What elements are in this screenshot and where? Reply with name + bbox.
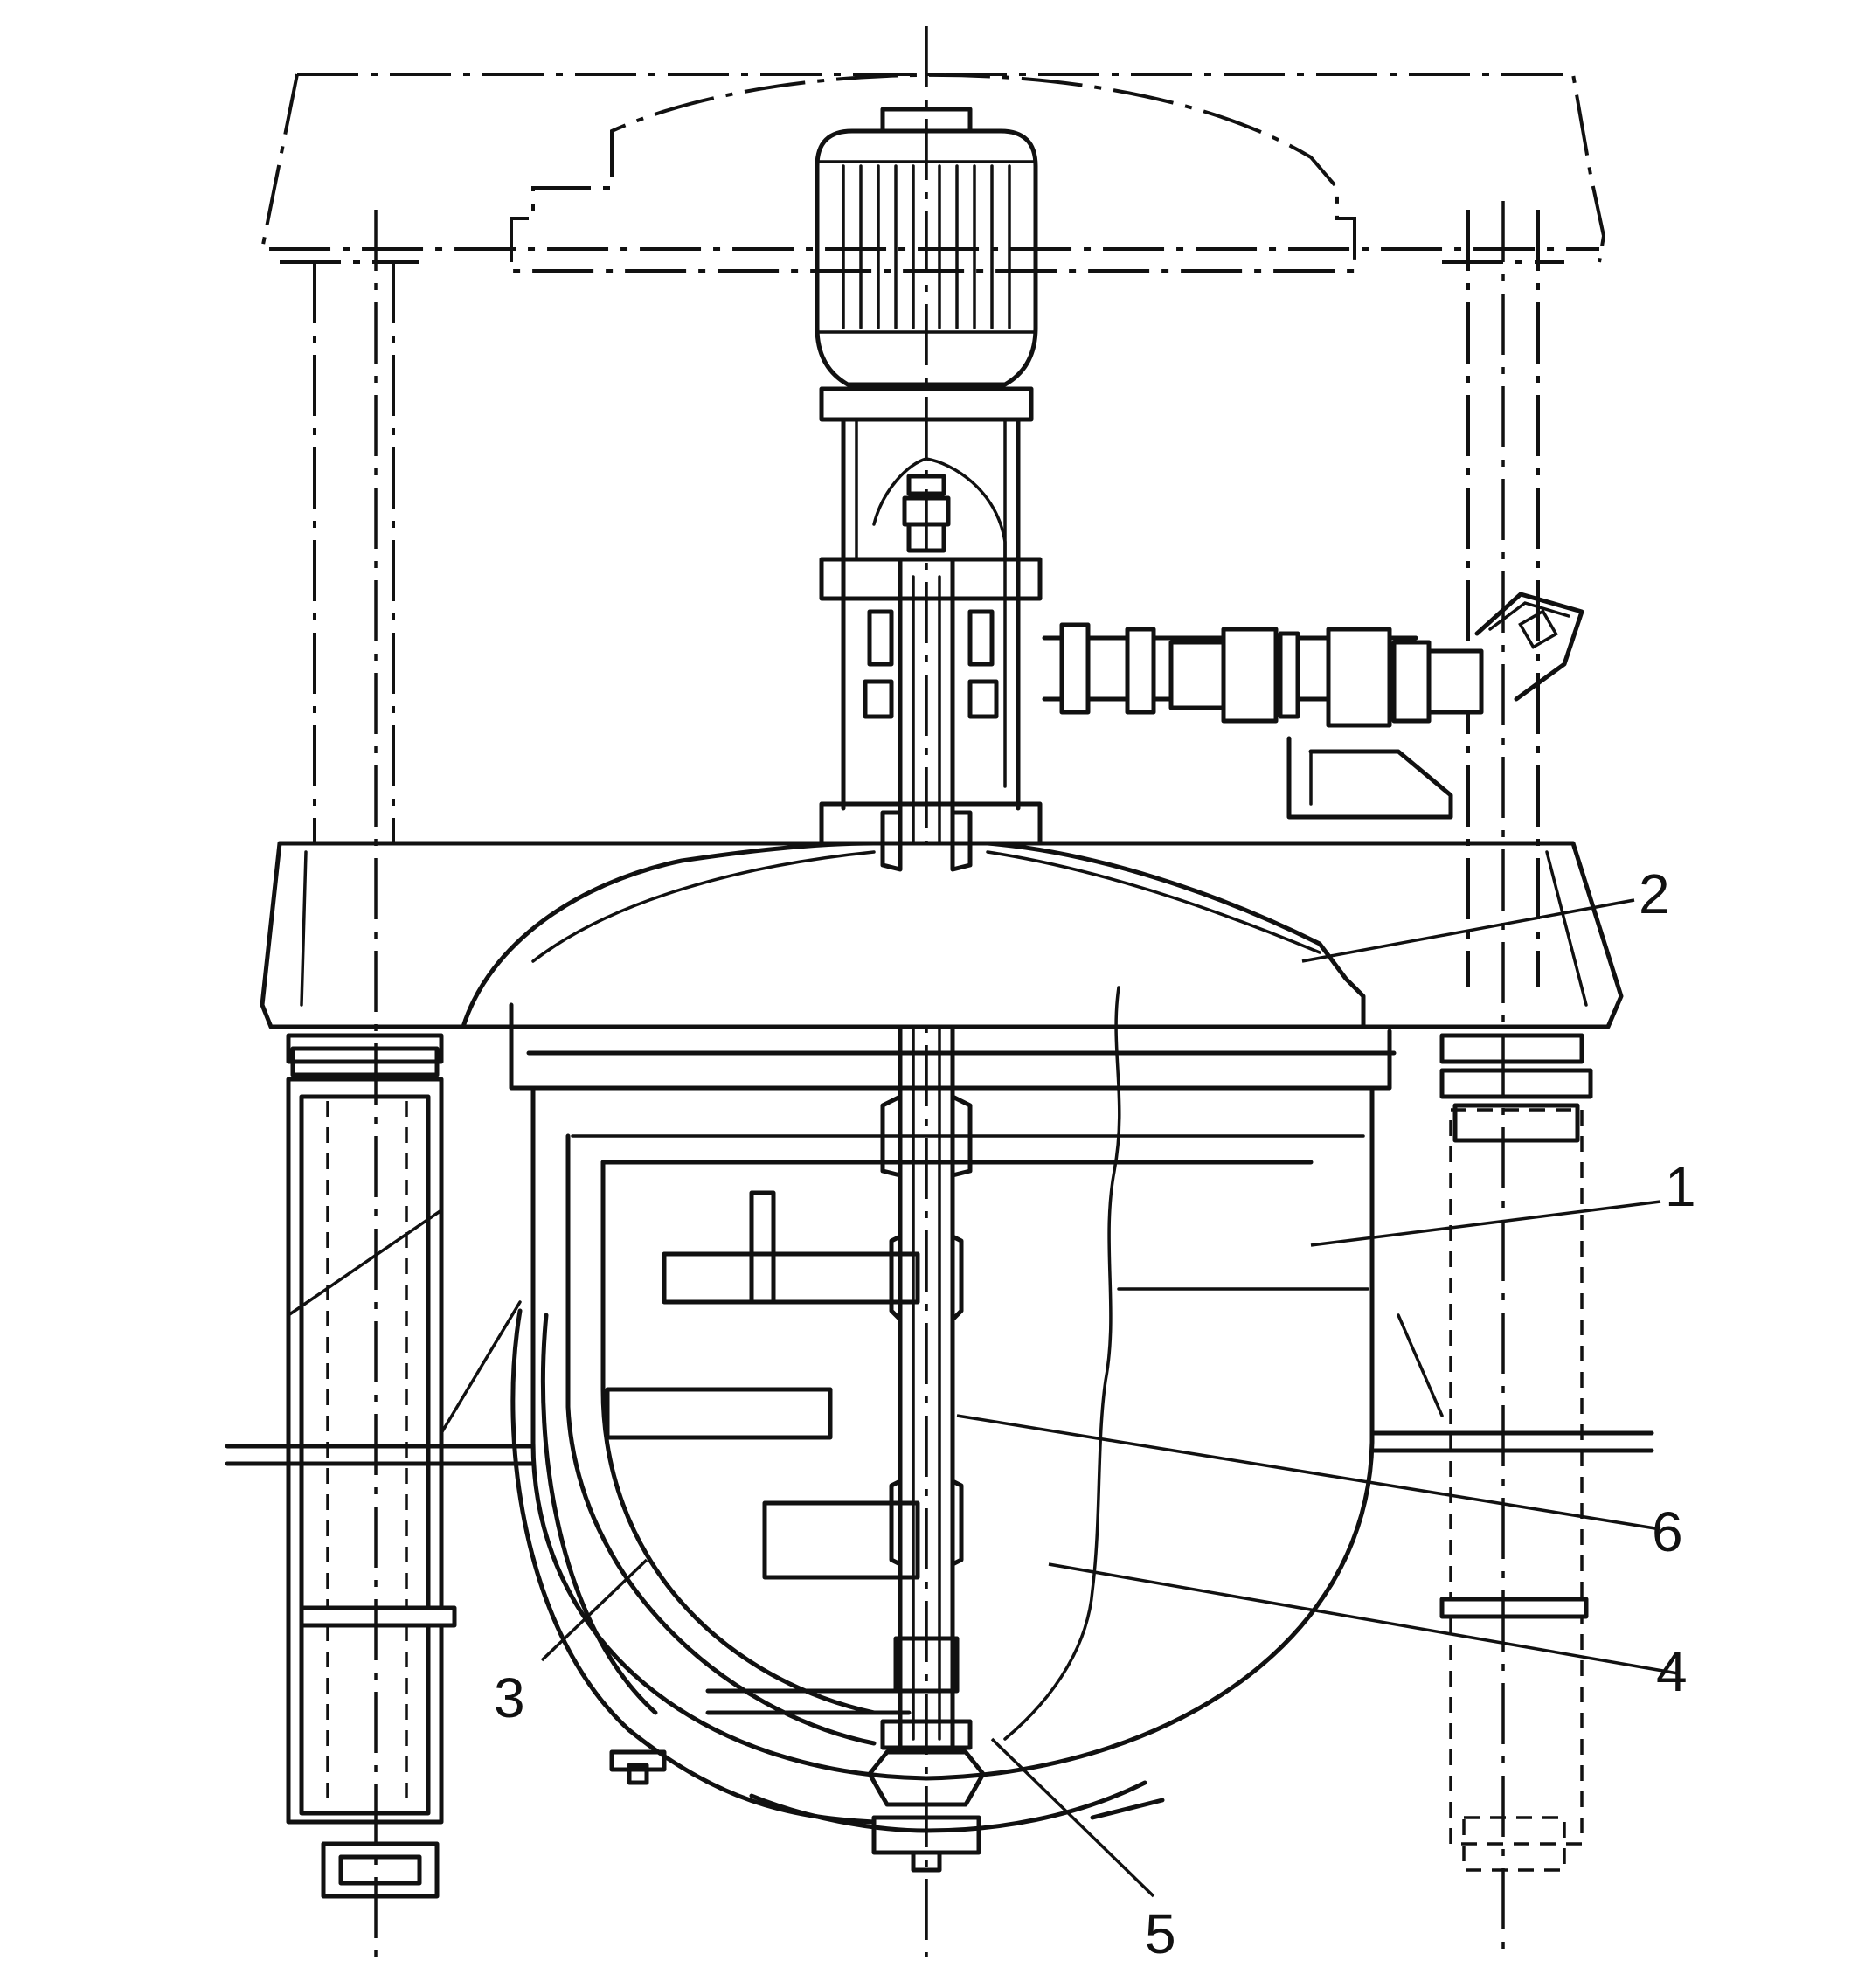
shaft-coupling — [863, 474, 999, 719]
leader-lines — [540, 898, 1679, 1898]
right-column — [1439, 210, 1593, 1872]
callout-labels: 2 1 6 4 3 5 — [494, 862, 1696, 1965]
vessel-lid — [461, 841, 1397, 1091]
upper-hood-phantom — [260, 73, 1606, 273]
callout-1: 1 — [1665, 1155, 1696, 1218]
motor-cooling-fins — [842, 164, 1011, 329]
callout-2: 2 — [1639, 862, 1670, 925]
callout-6: 6 — [1652, 1500, 1683, 1563]
upper-platform — [260, 841, 1624, 1064]
callout-5: 5 — [1145, 1902, 1176, 1965]
shaft-hubs — [880, 810, 973, 1694]
support-frame — [225, 1300, 1654, 1466]
motor-stand — [819, 417, 1043, 846]
heating-jacket — [510, 1308, 1165, 1833]
electric-motor — [815, 107, 1038, 422]
anchor-agitator — [605, 1190, 920, 1715]
bottom-bearing — [867, 1719, 986, 1873]
callout-3: 3 — [494, 1666, 525, 1729]
side-drive-train — [1042, 592, 1584, 820]
callout-4: 4 — [1656, 1640, 1688, 1703]
left-column — [280, 260, 457, 1899]
